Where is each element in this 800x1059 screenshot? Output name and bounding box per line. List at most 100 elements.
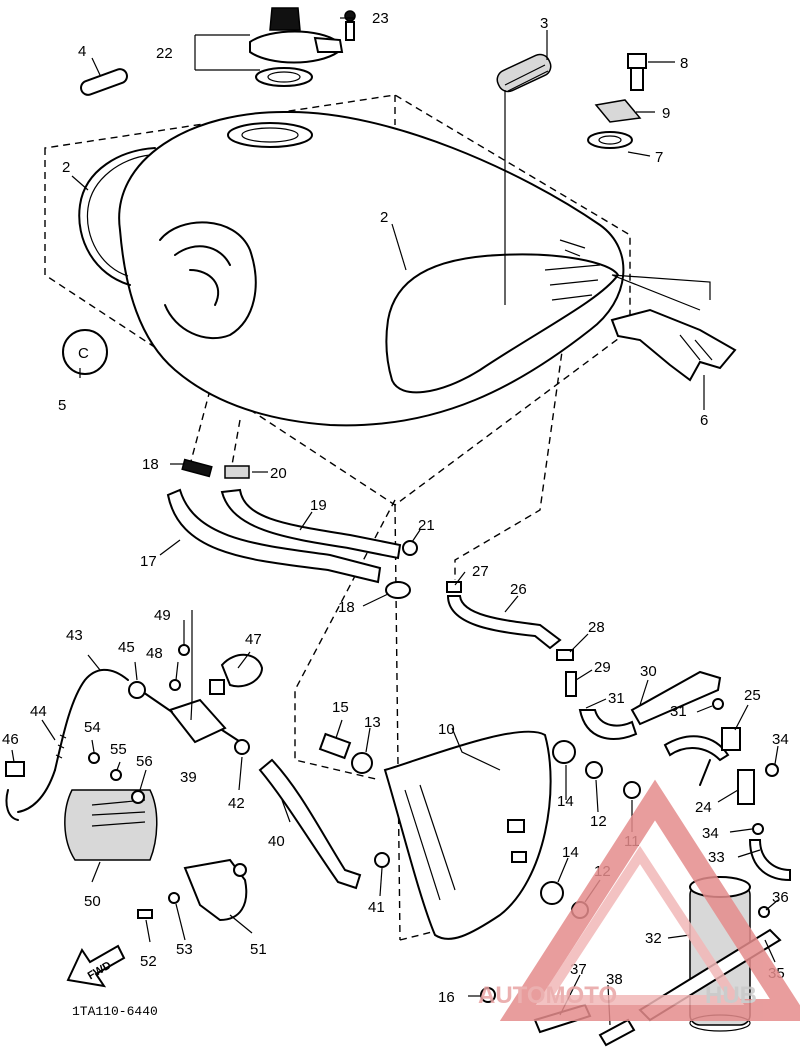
joint-29 xyxy=(565,671,577,697)
rear-bracket xyxy=(610,308,737,382)
label-25: 25 xyxy=(744,687,761,704)
label-45: 45 xyxy=(118,639,135,656)
valve-25 xyxy=(663,727,741,786)
emblem-left xyxy=(78,147,156,286)
clip-45 xyxy=(128,681,146,699)
label-14-top: 14 xyxy=(557,793,574,810)
cap-letter: C xyxy=(78,345,89,362)
label-17: 17 xyxy=(140,553,157,570)
clip-41 xyxy=(374,852,390,868)
label-7: 7 xyxy=(655,149,663,166)
bolt-23 xyxy=(344,10,356,41)
label-4: 4 xyxy=(78,43,86,60)
grommet-13 xyxy=(351,752,373,774)
cover-50 xyxy=(64,789,158,861)
rubber-strip xyxy=(80,68,128,96)
label-10: 10 xyxy=(438,721,455,738)
label-24: 24 xyxy=(695,799,712,816)
bolt-54 xyxy=(88,752,100,764)
label-9: 9 xyxy=(662,105,670,122)
label-46: 46 xyxy=(2,731,19,748)
label-31-upper: 31 xyxy=(670,703,687,720)
clip-31 xyxy=(712,698,724,710)
label-33: 33 xyxy=(708,849,725,866)
clip-28 xyxy=(556,649,574,661)
part-labels: 2 2 3 4 5 6 7 8 9 10 11 12 12 13 14 14 1… xyxy=(2,10,789,1006)
watermark-logo: AUTOMOTO HUB xyxy=(478,779,800,1021)
bolt-11 xyxy=(623,781,641,799)
clip-42 xyxy=(234,739,250,755)
washer-55 xyxy=(110,769,122,781)
label-41: 41 xyxy=(368,899,385,916)
label-5: 5 xyxy=(58,397,66,414)
label-3: 3 xyxy=(540,15,548,32)
hose-38 xyxy=(598,1018,636,1047)
damper-3 xyxy=(496,53,552,93)
collar-15 xyxy=(318,732,352,760)
label-54: 54 xyxy=(84,719,101,736)
hose-17 xyxy=(166,488,382,584)
washer-12-top xyxy=(585,761,603,779)
leader-lines xyxy=(11,17,779,1026)
clip-18-top xyxy=(181,458,213,478)
drain-cap: C xyxy=(62,329,108,375)
band-47 xyxy=(209,653,264,695)
valve-24 xyxy=(737,769,755,805)
hose-43 xyxy=(54,668,129,771)
screw-48 xyxy=(169,679,181,691)
hose-40 xyxy=(258,758,362,890)
watermark-brand-1: AUTOMOTO xyxy=(478,982,617,1009)
label-34-mid: 34 xyxy=(702,825,719,842)
label-6: 6 xyxy=(700,412,708,429)
fuel-tank xyxy=(118,110,625,427)
washer-56 xyxy=(131,790,145,804)
grommet-14-top xyxy=(552,740,576,764)
screw-49 xyxy=(178,644,190,656)
assembly-dashed-outline xyxy=(44,94,631,941)
nut-16 xyxy=(480,987,496,1003)
label-22: 22 xyxy=(156,45,173,62)
label-53: 53 xyxy=(176,941,193,958)
hose-26 xyxy=(446,595,562,650)
label-38: 38 xyxy=(606,971,623,988)
label-27: 27 xyxy=(472,563,489,580)
label-51: 51 xyxy=(250,941,267,958)
label-18-top: 18 xyxy=(142,456,159,473)
fuel-filter-39 xyxy=(139,689,246,746)
hose-31-lower xyxy=(578,709,638,740)
label-21: 21 xyxy=(418,517,435,534)
label-23: 23 xyxy=(372,10,389,27)
label-43: 43 xyxy=(66,627,83,644)
label-37: 37 xyxy=(570,961,587,978)
label-29: 29 xyxy=(594,659,611,676)
label-40: 40 xyxy=(268,833,285,850)
label-42: 42 xyxy=(228,795,245,812)
clip-34-mid xyxy=(752,823,764,835)
bolt-52 xyxy=(137,909,153,919)
plate-9 xyxy=(594,99,642,123)
label-34-top: 34 xyxy=(772,731,789,748)
fuel-cap xyxy=(249,7,344,87)
bracket-51 xyxy=(183,858,248,922)
label-55: 55 xyxy=(110,741,127,758)
washer-53 xyxy=(168,892,180,904)
watermark-brand-2: HUB xyxy=(705,982,757,1009)
label-8: 8 xyxy=(680,55,688,72)
hose-19 xyxy=(220,488,402,560)
label-36: 36 xyxy=(772,889,789,906)
hose-33 xyxy=(748,839,791,882)
label-2-right: 2 xyxy=(380,209,388,226)
label-39: 39 xyxy=(180,769,197,786)
bolt-8 xyxy=(627,53,647,91)
label-26: 26 xyxy=(510,581,527,598)
label-30: 30 xyxy=(640,663,657,680)
clip-34-top xyxy=(765,763,779,777)
label-31-lower: 31 xyxy=(608,690,625,707)
washer-7 xyxy=(587,131,633,149)
clip-18-bottom xyxy=(385,581,411,599)
label-49: 49 xyxy=(154,607,171,624)
label-16: 16 xyxy=(438,989,455,1006)
label-2-left: 2 xyxy=(62,159,70,176)
label-15: 15 xyxy=(332,699,349,716)
